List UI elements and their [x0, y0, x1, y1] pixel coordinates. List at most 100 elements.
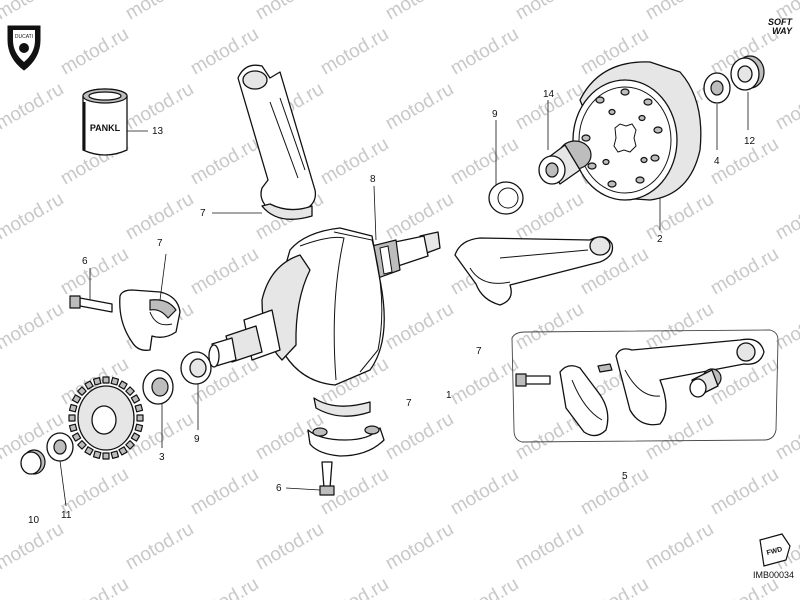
watermark-text: motod.ru: [382, 409, 457, 465]
part-14-sleeve[interactable]: [538, 140, 592, 185]
watermark-text: motod.ru: [0, 299, 67, 355]
timing-gear[interactable]: [68, 376, 144, 460]
watermark-text: motod.ru: [447, 134, 522, 190]
watermark-text: motod.ru: [122, 519, 197, 575]
assembly-5-dowel[interactable]: [597, 363, 613, 373]
gear-tooth: [134, 403, 144, 413]
pankl-label: PANKL: [90, 123, 121, 133]
gear-tooth: [77, 386, 87, 396]
watermark-text: motod.ru: [772, 189, 800, 245]
watermark-text: motod.ru: [382, 79, 457, 135]
watermark-text: motod.ru: [382, 299, 457, 355]
gear-tooth: [118, 446, 128, 456]
gear-tooth: [68, 403, 78, 413]
gear-tooth: [68, 423, 78, 433]
watermark-text: motod.ru: [0, 574, 2, 600]
connecting-rod-upper[interactable]: [237, 64, 317, 213]
watermark-text: motod.ru: [0, 464, 2, 520]
gear-tooth: [110, 377, 120, 386]
assembly-5-bolt[interactable]: [515, 373, 551, 387]
bearing-shell-left[interactable]: [149, 299, 177, 319]
watermark-text: motod.ru: [772, 79, 800, 135]
bearing-shell-upper[interactable]: [261, 203, 313, 220]
watermark-text: motod.ru: [772, 299, 800, 355]
forward-arrow-label: FWD: [766, 546, 783, 557]
watermark-text: motod.ru: [447, 574, 522, 600]
part-10-nut[interactable]: [20, 449, 46, 475]
part-13-jar[interactable]: PANKL: [82, 88, 128, 156]
callout-14: 14: [543, 89, 555, 100]
bolt-6-lower[interactable]: [319, 461, 335, 496]
watermark-text: motod.ru: [187, 134, 262, 190]
assembly-5-cap[interactable]: [559, 365, 609, 437]
watermark-text: motod.ru: [447, 354, 522, 410]
watermark-text: motod.ru: [187, 244, 262, 300]
watermark-text: motod.ru: [0, 354, 2, 410]
gear-tooth: [71, 432, 82, 442]
watermark-text: motod.ru: [512, 299, 587, 355]
gear-tooth: [68, 414, 76, 422]
watermark-text: motod.ru: [577, 574, 652, 600]
watermark-text: motod.ru: [0, 79, 67, 135]
watermark-text: motod.ru: [382, 0, 457, 24]
gear-tooth: [92, 450, 102, 459]
gear-tooth: [134, 423, 144, 433]
ducati-logo-text: DUCATI: [15, 34, 33, 40]
watermark-text: motod.ru: [317, 574, 392, 600]
gear-tooth: [71, 394, 82, 404]
callout-11: 11: [61, 510, 72, 521]
watermark-text: motod.ru: [187, 464, 262, 520]
callout-6-left: 6: [82, 256, 88, 267]
part-2-flywheel[interactable]: [572, 61, 702, 201]
drawing-code: IMB00034: [752, 570, 794, 580]
ducati-logo: DUCATI: [7, 25, 41, 71]
callout-5: 5: [622, 471, 628, 482]
gear-tooth: [125, 386, 135, 396]
callout-7-lower: 7: [406, 398, 412, 409]
assembly-5-outline: [511, 329, 779, 443]
watermark-text: motod.ru: [317, 24, 392, 80]
callout-13: 13: [152, 126, 164, 137]
watermark-text: motod.ru: [447, 464, 522, 520]
connecting-rod-right[interactable]: [454, 236, 614, 306]
watermark-text: motod.ru: [577, 464, 652, 520]
watermark-text: motod.ru: [0, 24, 2, 80]
bearing-shell-lower[interactable]: [313, 397, 371, 417]
watermark-text: motod.ru: [0, 134, 2, 190]
gear-tooth: [130, 394, 141, 404]
forward-arrow-icon: FWD: [759, 533, 791, 567]
gear-tooth: [118, 380, 128, 390]
callout-9-lower: 9: [194, 434, 200, 445]
watermark-text: motod.ru: [0, 189, 67, 245]
part-12-bearing[interactable]: [730, 55, 765, 91]
callout-6-lower: 6: [276, 483, 282, 494]
watermark-text: motod.ru: [252, 519, 327, 575]
watermark-text: motod.ru: [0, 0, 67, 24]
gear-tooth: [84, 446, 94, 456]
gear-tooth: [136, 414, 144, 422]
watermark-text: motod.ru: [382, 519, 457, 575]
bolt-6-left[interactable]: [69, 295, 113, 313]
part-3-spacer[interactable]: [142, 369, 174, 405]
crankshaft[interactable]: [208, 227, 441, 386]
part-4-washer[interactable]: [703, 72, 731, 104]
assembly-5-rod[interactable]: [615, 338, 765, 426]
softway-mark-line2: WAY: [772, 26, 792, 36]
watermark-text: motod.ru: [707, 244, 782, 300]
callout-2: 2: [657, 234, 663, 245]
part-9-washer-lower[interactable]: [180, 351, 212, 385]
part-11-washer[interactable]: [46, 432, 74, 462]
assembly-5-bushing[interactable]: [689, 368, 722, 398]
gear-tooth: [92, 377, 102, 386]
watermark-text: motod.ru: [122, 0, 197, 24]
gear-tooth: [110, 450, 120, 459]
bearing-cap-lower[interactable]: [307, 425, 385, 457]
watermark-text: motod.ru: [57, 244, 132, 300]
softway-mark-line1: SOFT: [768, 17, 792, 27]
callout-7-left: 7: [157, 238, 163, 249]
callout-numbers: 13 14 9 4 12 2 7 8 7 6 7 7 1 9 3 11 10 6…: [28, 89, 756, 526]
gear-tooth: [102, 376, 110, 384]
watermark-text: motod.ru: [0, 519, 67, 575]
part-9-washer-upper[interactable]: [488, 181, 524, 215]
